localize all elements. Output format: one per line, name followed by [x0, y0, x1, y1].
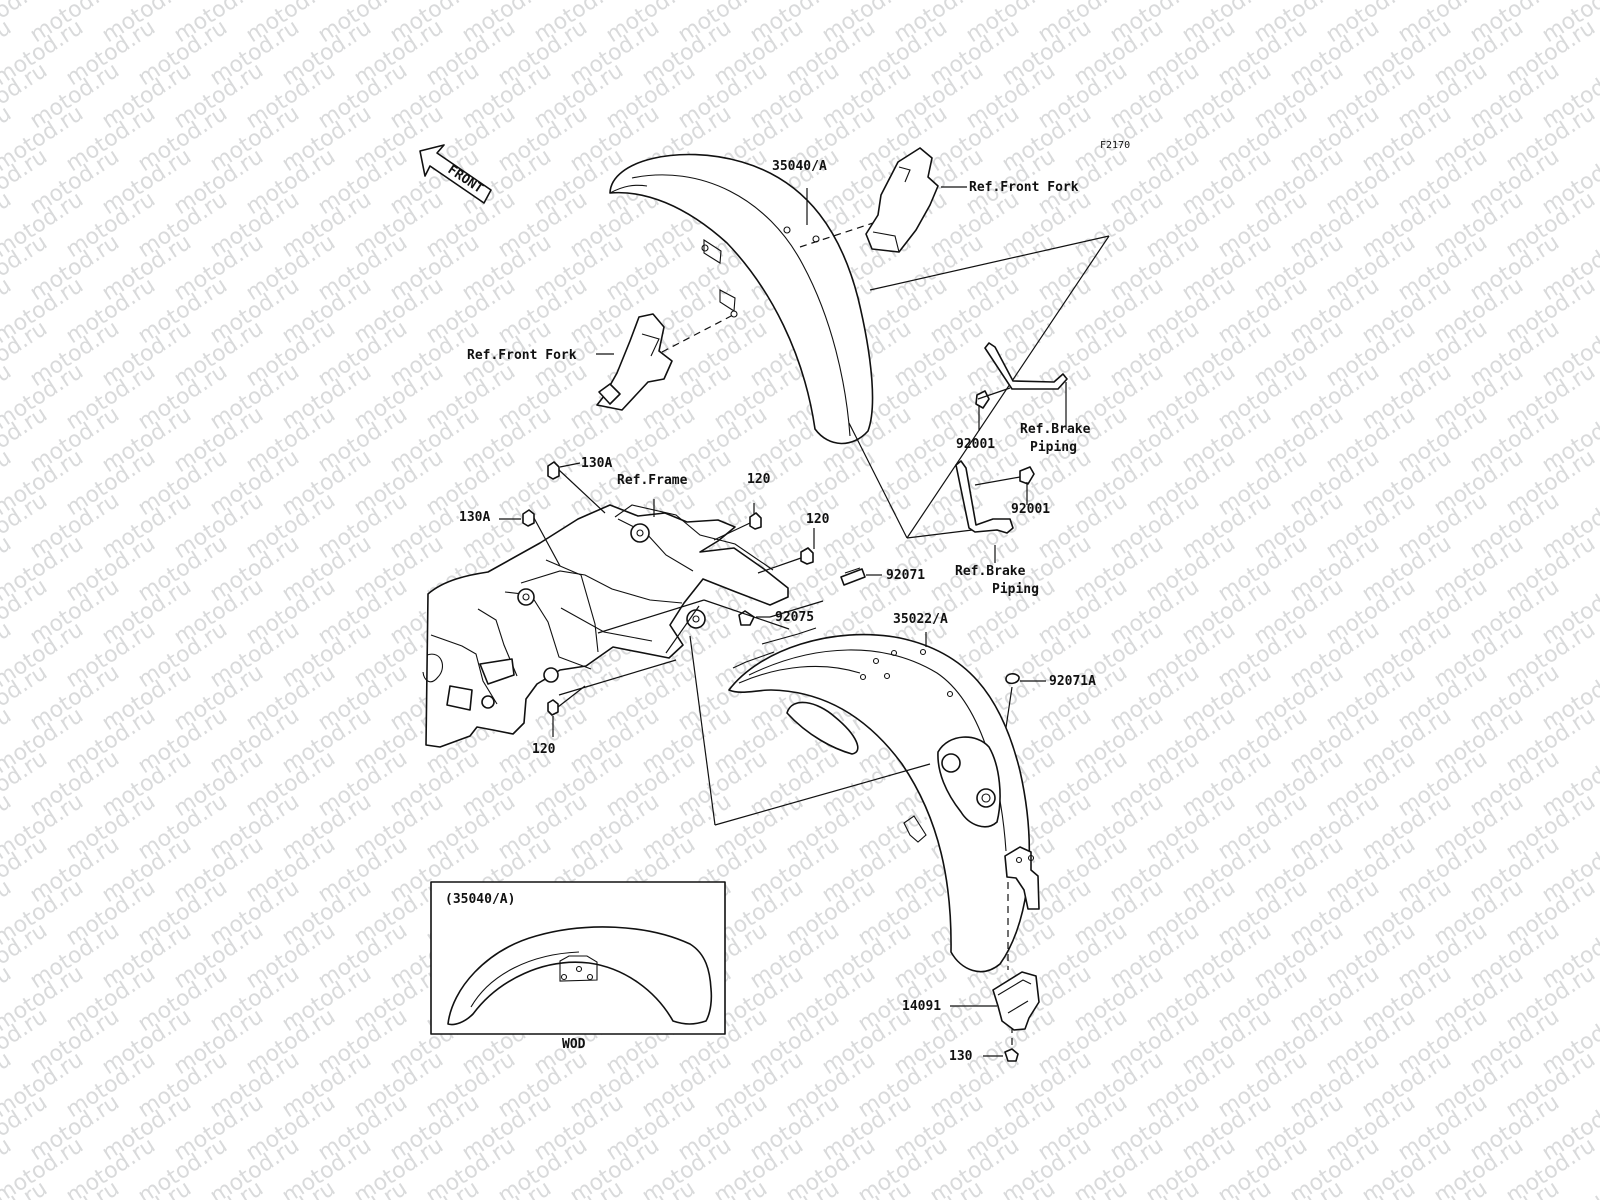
- label-130a-top: 130A: [581, 456, 612, 471]
- label-14091: 14091: [902, 999, 941, 1014]
- brake-bracket-lower: [955, 460, 1035, 563]
- label-92001-upper: 92001: [956, 437, 995, 452]
- label-35022a: 35022/A: [893, 612, 948, 627]
- label-ref-brake-lower-1: Ref.Brake: [955, 564, 1026, 579]
- label-ref-brake-upper-2: Piping: [1030, 440, 1077, 455]
- label-ref-front-fork-right: Ref.Front Fork: [969, 180, 1079, 195]
- callout-labels: 35040/A Ref.Front Fork Ref.Front Fork Re…: [445, 159, 1096, 1064]
- label-ref-front-fork-left: Ref.Front Fork: [467, 348, 577, 363]
- rear-fender: [728, 627, 1040, 973]
- front-fender-leader-lines: [661, 188, 1110, 539]
- frame-fasteners: [499, 461, 815, 737]
- label-ref-brake-lower-2: Piping: [992, 582, 1039, 597]
- label-ref-frame: Ref.Frame: [617, 473, 688, 488]
- label-120-mid: 120: [806, 512, 830, 527]
- brake-bracket-upper: [975, 342, 1068, 431]
- front-fork-right: [865, 147, 967, 253]
- inset-box: [430, 881, 726, 1035]
- inset-title: (35040/A): [445, 892, 515, 907]
- guard-14091: [950, 971, 1040, 1062]
- label-120-top: 120: [747, 472, 771, 487]
- label-92071: 92071: [886, 568, 925, 583]
- label-130-bottom: 130: [949, 1049, 973, 1064]
- label-120-bottom: 120: [532, 742, 556, 757]
- front-fork-left: [596, 313, 673, 411]
- front-fender: [609, 153, 874, 445]
- label-92001-lower: 92001: [1011, 502, 1050, 517]
- label-92075: 92075: [775, 610, 814, 625]
- inset-caption: WOD: [562, 1037, 586, 1052]
- rear-frame-section: [422, 504, 789, 748]
- label-ref-brake-upper-1: Ref.Brake: [1020, 422, 1091, 437]
- label-92071a: 92071A: [1049, 674, 1096, 689]
- label-35040a: 35040/A: [772, 159, 827, 174]
- rear-fender-leader-lines: [558, 599, 1013, 1052]
- label-130a-left: 130A: [459, 510, 490, 525]
- figure-code: F2170: [1100, 140, 1130, 151]
